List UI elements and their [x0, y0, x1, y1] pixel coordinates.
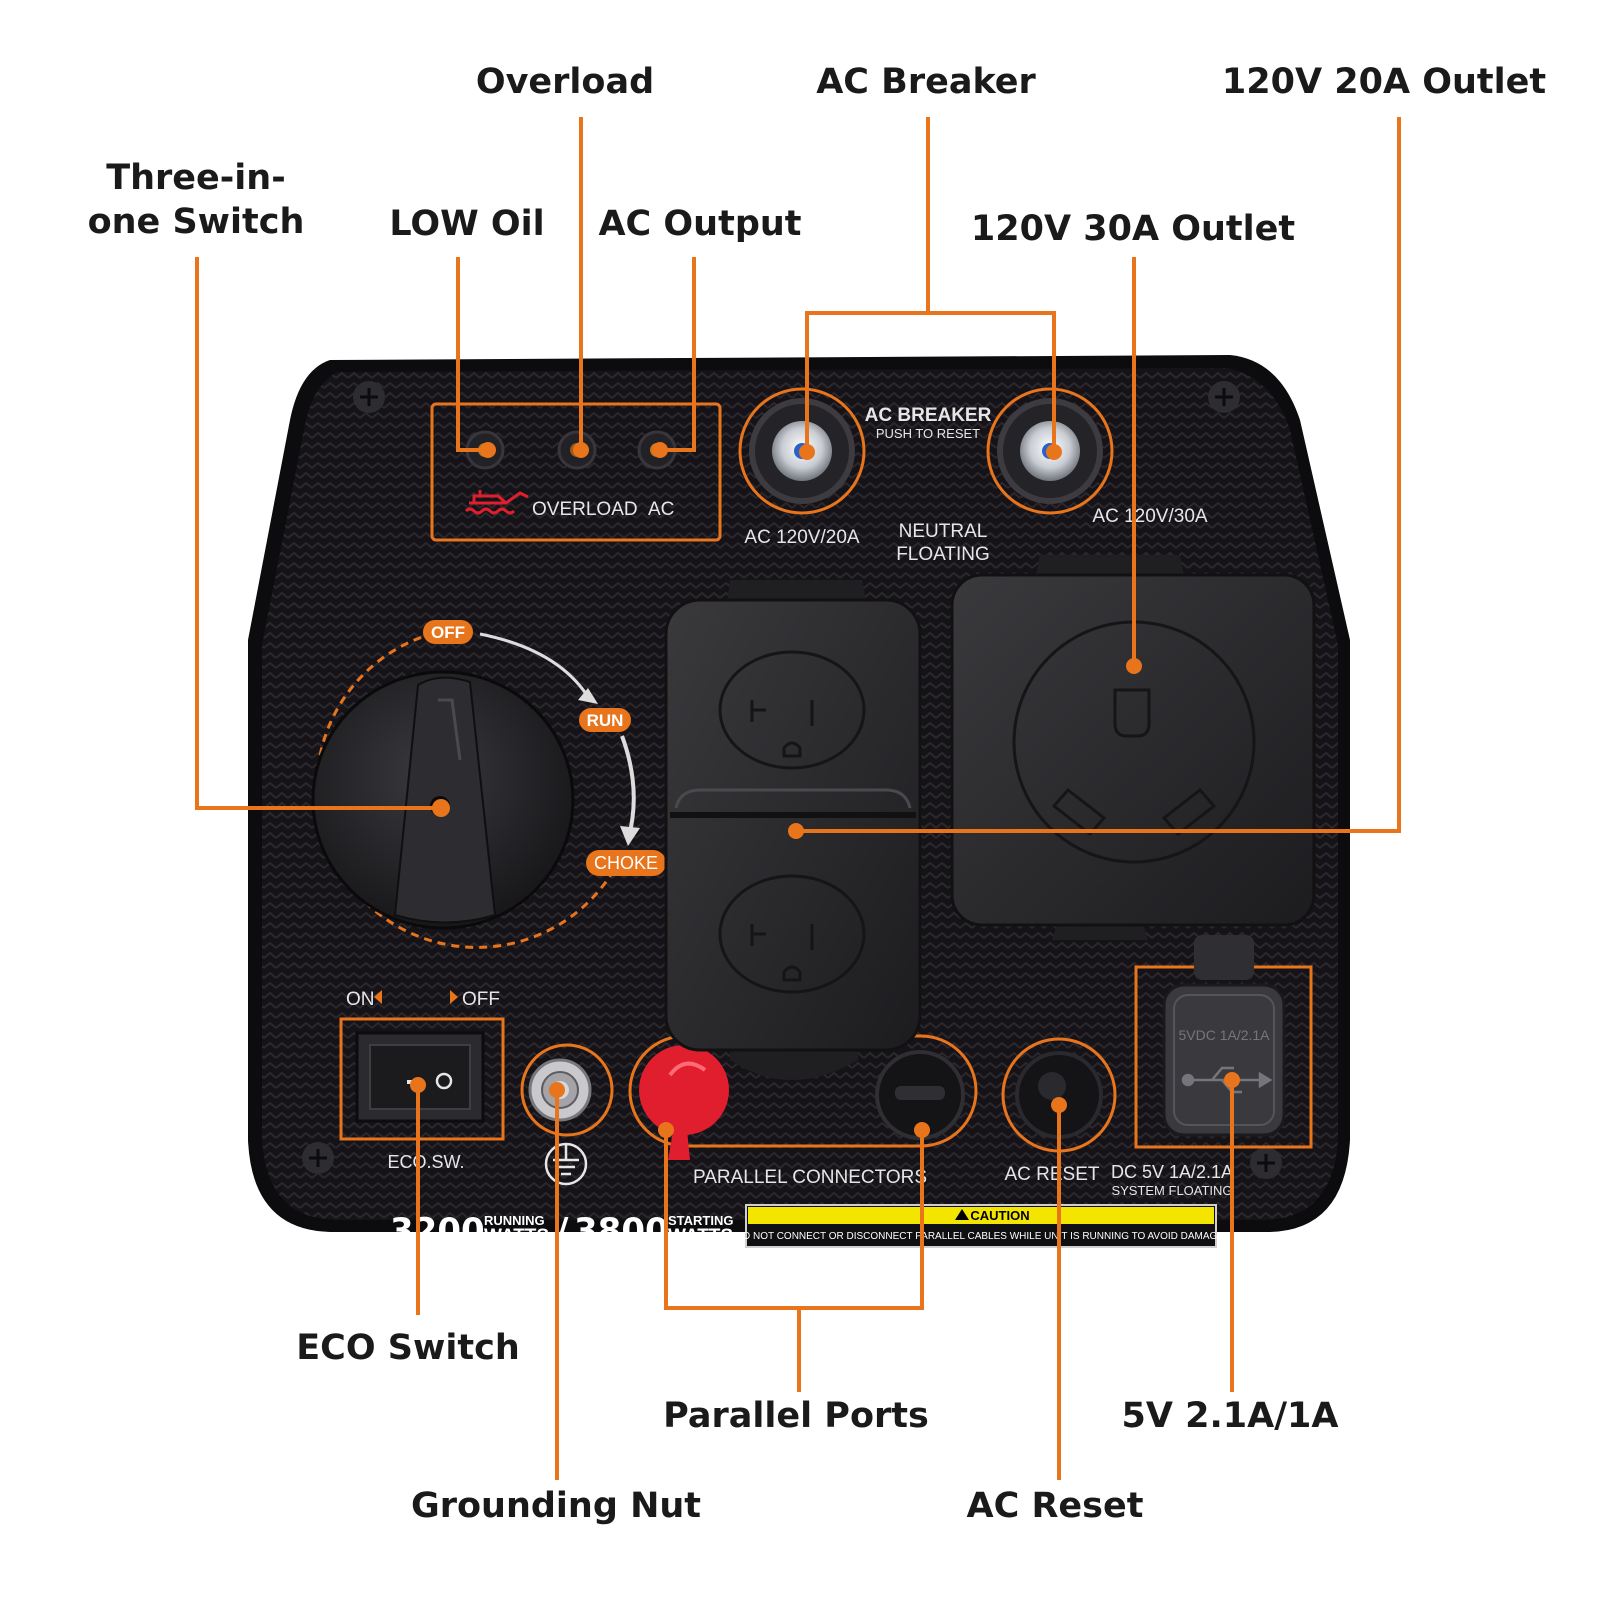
running-word: RUNNING [484, 1213, 545, 1228]
arrow-right-icon [450, 990, 458, 1004]
starting-watts-word: WATTS [668, 1226, 733, 1247]
knob-choke-badge: CHOKE [586, 850, 666, 876]
callout-ac-output: AC Output [598, 204, 802, 244]
callout-three-in-one-switch: Three-in-one Switch [87, 158, 305, 242]
ac-breaker-panel-title: AC BREAKER [865, 405, 992, 426]
screw-icon [1208, 381, 1240, 413]
callout-low-oil: LOW Oil [389, 204, 545, 244]
ac-30a-panel-label: AC 120V/30A [1092, 506, 1207, 527]
ground-symbol-icon [544, 1142, 588, 1186]
callout-overload: Overload [475, 62, 655, 102]
callout-parallel-ports: Parallel Ports [663, 1396, 929, 1436]
eco-switch-frame [339, 1017, 505, 1141]
usb-cap-label: 5VDC 1A/2.1A [1178, 1027, 1270, 1043]
callout-120v-30a-outlet: 120V 30A Outlet [970, 209, 1296, 249]
callout-grounding-nut: Grounding Nut [410, 1486, 702, 1526]
parallel-connectors-label: PARALLEL CONNECTORS [693, 1167, 927, 1188]
overload-panel-label: OVERLOAD [532, 499, 638, 520]
eco-rocker-switch[interactable] [355, 1031, 485, 1123]
callout-ac-breaker: AC Breaker [816, 62, 1036, 102]
off-run-arrow-icon [479, 632, 592, 701]
leader-dots [410, 442, 1240, 1138]
system-floating-label: SYSTEM FLOATING [1111, 1183, 1232, 1198]
svg-text:OFF: OFF [431, 623, 465, 642]
arrow-left-icon [374, 990, 382, 1004]
arrowhead-icon [578, 688, 598, 704]
dc-rating-label: DC 5V 1A/2.1A [1111, 1162, 1233, 1182]
screw-icon [1250, 1147, 1282, 1179]
parallel-port-black[interactable] [875, 1050, 965, 1140]
ac-20a-panel-label: AC 120V/20A [744, 527, 859, 548]
knob-dial-arc [315, 628, 617, 949]
eco-off-label: OFF [462, 989, 500, 1010]
floating-label: FLOATING [896, 544, 990, 565]
starting-watts-value: 3800 [574, 1211, 669, 1251]
screw-icon [353, 381, 385, 413]
ac-panel-label: AC [648, 499, 674, 520]
starting-word: STARTING [668, 1213, 733, 1228]
ac-reset-panel-label: AC RESET [1004, 1164, 1099, 1185]
knob-run-badge: RUN [579, 708, 631, 732]
indicator-box [430, 402, 722, 542]
eco-sw-label: ECO.SW. [387, 1152, 464, 1172]
callout-ac-reset: AC Reset [966, 1486, 1144, 1526]
knob-off-badge: OFF [423, 620, 473, 644]
callout-eco-switch: ECO Switch [296, 1328, 520, 1368]
callout-120v-20a-outlet: 120V 20A Outlet [1221, 62, 1547, 102]
leader-lines [195, 117, 1401, 1480]
ac-reset-button[interactable] [1001, 1037, 1117, 1153]
callout-usb: 5V 2.1A/1A [1121, 1396, 1339, 1436]
screw-icon [302, 1142, 334, 1174]
warning-triangle-icon [955, 1209, 969, 1220]
svg-text:DO NOT CONNECT OR DISCONNECT P: DO NOT CONNECT OR DISCONNECT PARALLEL CA… [735, 1231, 1227, 1242]
arrowhead-icon [620, 826, 640, 846]
neutral-label: NEUTRAL [899, 521, 988, 542]
outlet-20a-receptacle-top [718, 650, 866, 770]
running-watts-word: WATTS [484, 1226, 549, 1247]
svg-text:RUN: RUN [587, 711, 624, 730]
caution-label: CAUTION DO NOT CONNECT OR DISCONNECT PAR… [735, 1204, 1227, 1248]
svg-text:CHOKE: CHOKE [594, 853, 658, 873]
push-to-reset-label: PUSH TO RESET [876, 426, 980, 441]
slash-divider: / [556, 1211, 569, 1251]
oil-can-icon [464, 490, 529, 515]
svg-text:CAUTION: CAUTION [970, 1208, 1029, 1223]
eco-on-label: ON [346, 989, 375, 1010]
usb-port-cover[interactable] [1162, 935, 1286, 1137]
running-watts-value: 3200 [390, 1211, 485, 1251]
outlet-20a-receptacle-bottom [718, 874, 866, 994]
